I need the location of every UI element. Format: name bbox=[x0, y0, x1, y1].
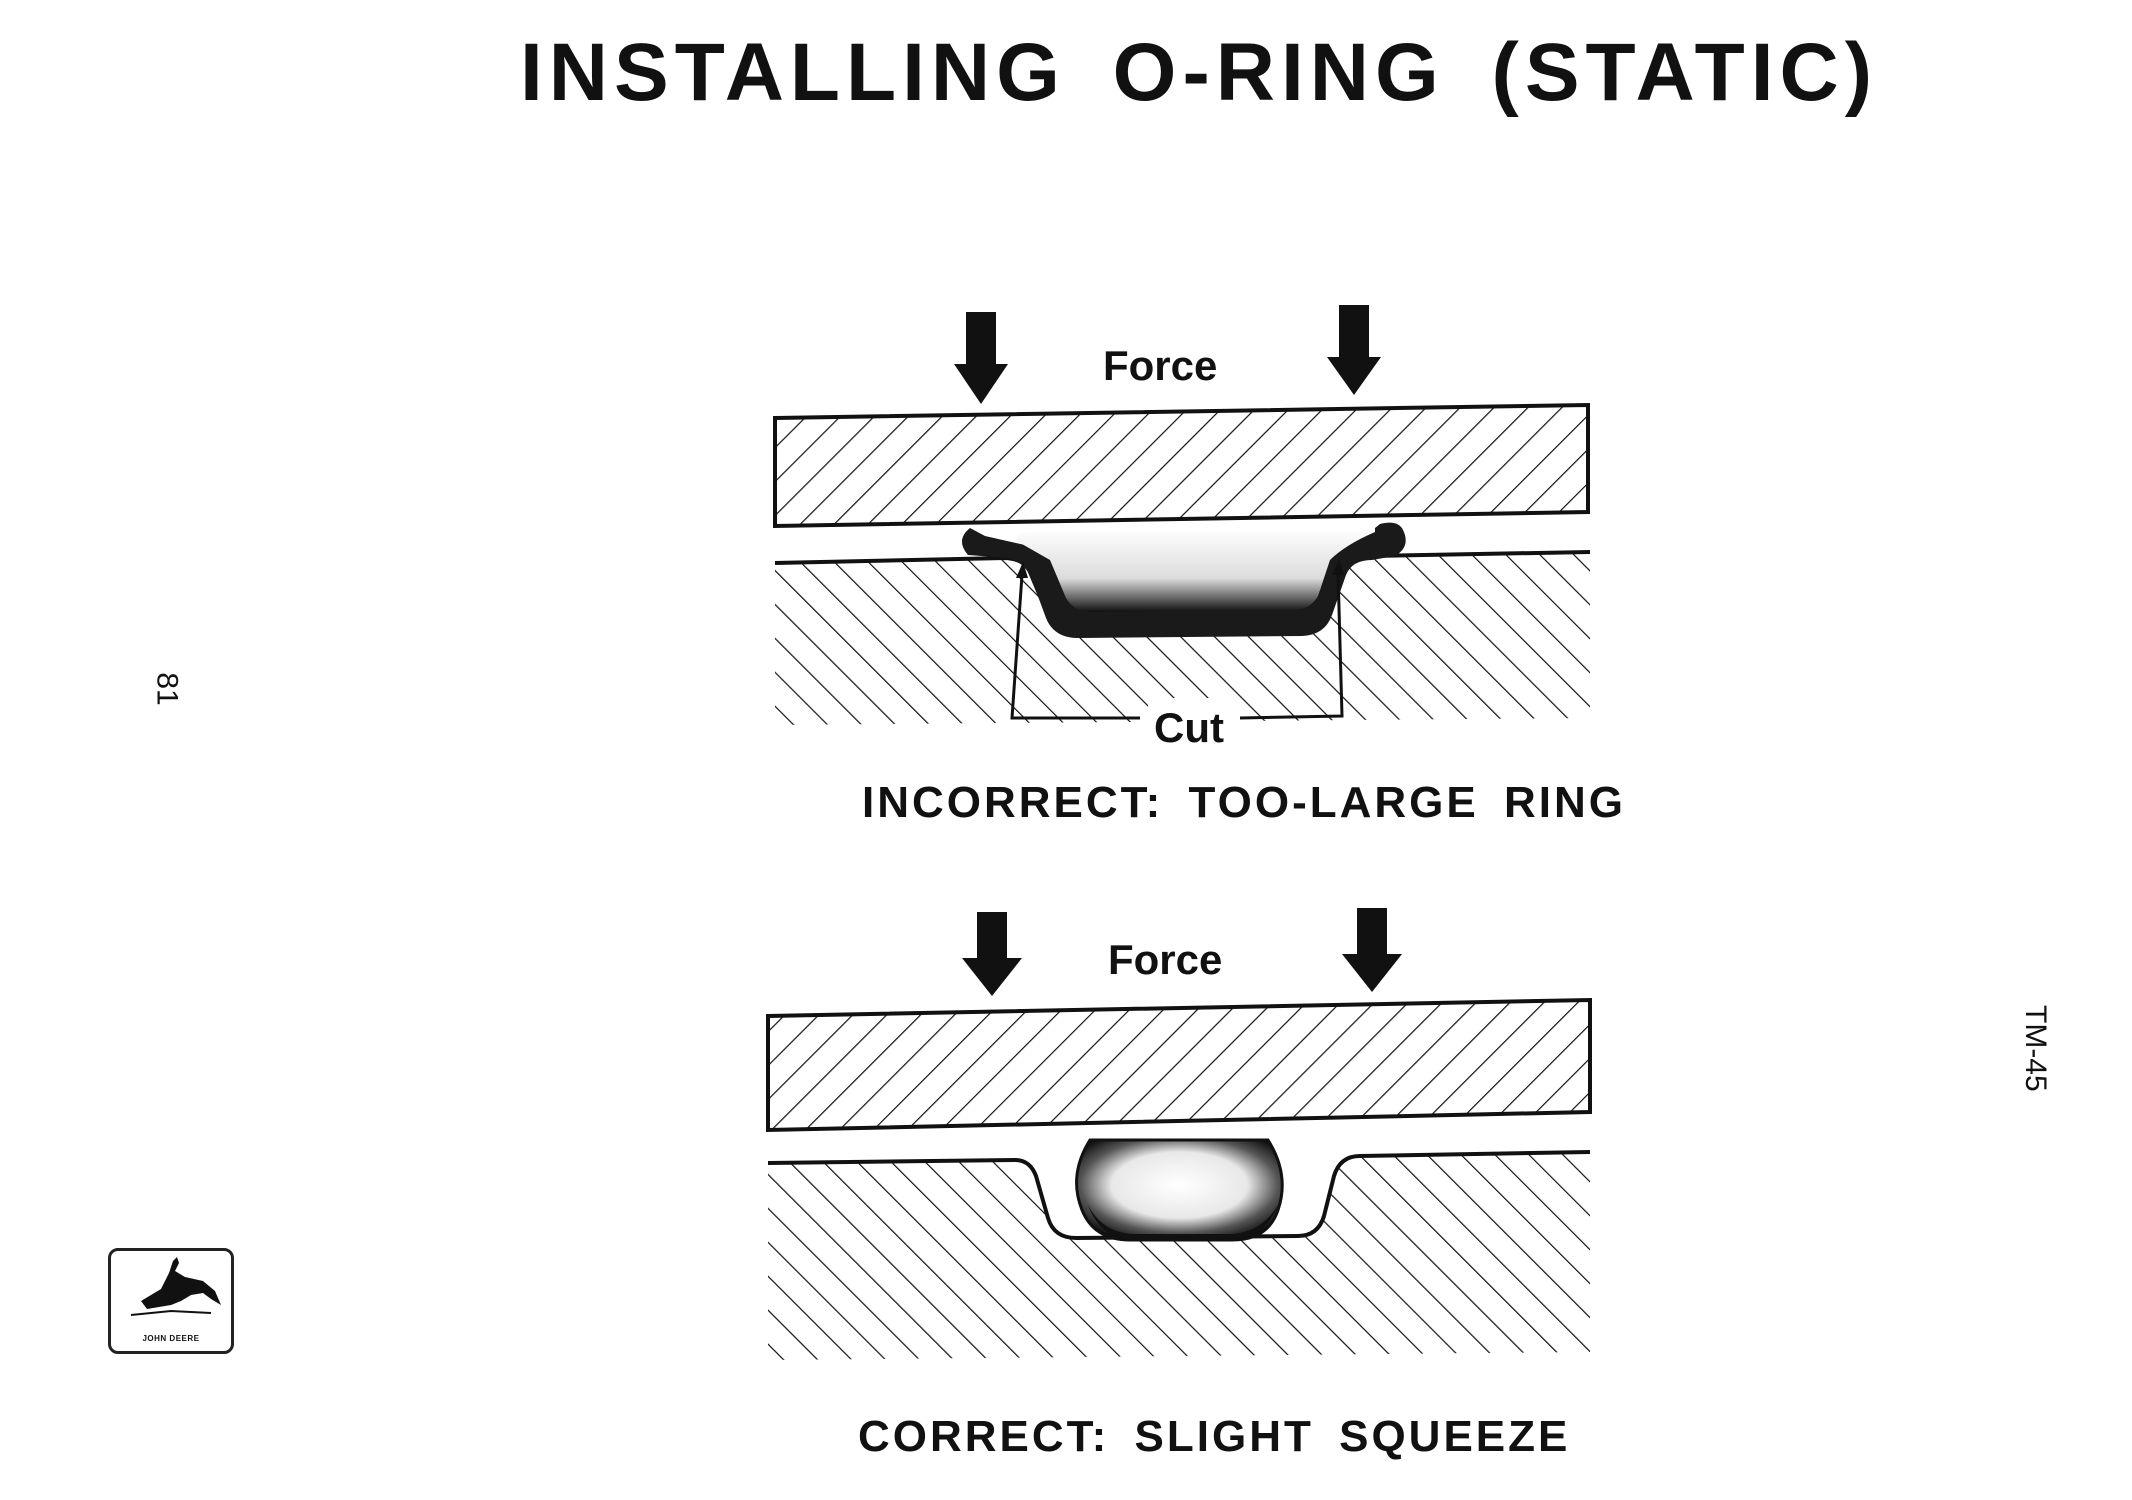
force-label: Force bbox=[1103, 342, 1217, 389]
logo-text: JOHN DEERE bbox=[142, 1334, 200, 1343]
diagram-incorrect: Force Cut bbox=[773, 305, 1591, 751]
lower-block-groove bbox=[775, 552, 1590, 725]
force-arrow-left bbox=[954, 312, 1008, 404]
caption-incorrect: INCORRECT: TOO-LARGE RING bbox=[862, 778, 1626, 827]
diagram-correct: Force bbox=[766, 908, 1592, 1360]
upper-plate bbox=[773, 402, 1590, 529]
cut-pointer bbox=[1010, 574, 1140, 720]
force-arrow-right bbox=[1327, 305, 1381, 395]
brand-logo: JOHN DEERE bbox=[108, 1248, 234, 1354]
oring-correct bbox=[1075, 1138, 1284, 1242]
force-arrow-left bbox=[962, 912, 1022, 996]
page-title: INSTALLING O-RING (STATIC) bbox=[520, 27, 1879, 118]
cut-label: Cut bbox=[1154, 704, 1224, 751]
caption-correct: CORRECT: SLIGHT SQUEEZE bbox=[858, 1412, 1571, 1461]
leaping-deer-icon bbox=[130, 1257, 221, 1316]
force-label: Force bbox=[1108, 936, 1222, 983]
upper-plate bbox=[766, 997, 1592, 1133]
lower-block-groove bbox=[768, 1152, 1590, 1360]
force-arrow-right bbox=[1342, 908, 1402, 992]
